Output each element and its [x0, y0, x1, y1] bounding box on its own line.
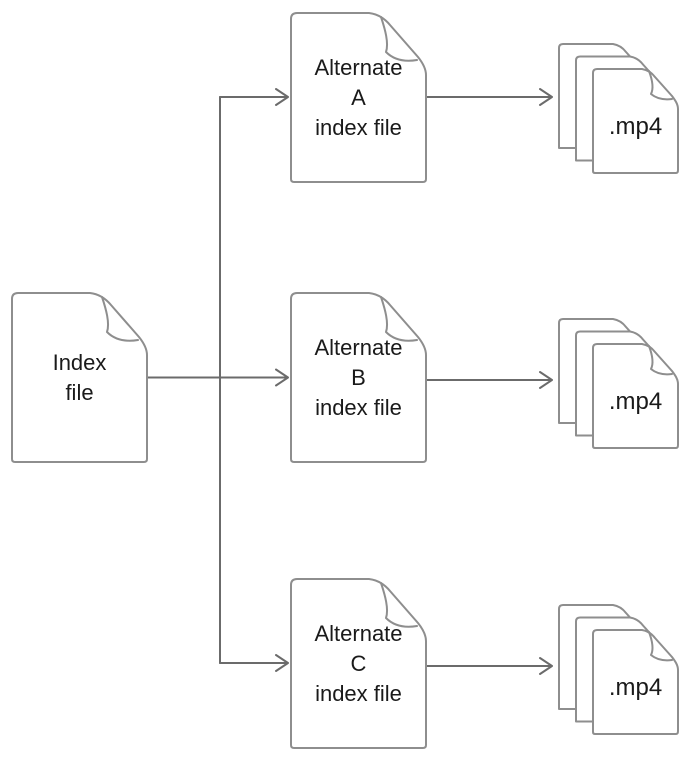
page-fold-icon	[648, 631, 673, 662]
page-fold-icon	[380, 296, 418, 342]
page-outline	[592, 68, 679, 174]
page-fold-icon	[380, 582, 418, 628]
arrow-alt-b-to-mp4	[425, 371, 553, 389]
mp4-stack-c-icon	[558, 604, 679, 735]
page-outline	[592, 343, 679, 449]
arrow-alt-a-to-mp4	[425, 88, 553, 106]
index-file-document-icon	[11, 292, 148, 463]
stack-front-page-icon	[592, 629, 679, 735]
connector-arrows	[146, 88, 553, 675]
page-outline	[290, 12, 427, 183]
page-outline	[592, 629, 679, 735]
page-outline	[290, 292, 427, 463]
stack-front-page-icon	[592, 343, 679, 449]
alternate-a-document-icon	[290, 12, 427, 183]
arrow-index-to-alt-b	[146, 368, 289, 387]
alternate-c-document-icon	[290, 578, 427, 749]
document-icons	[11, 12, 679, 749]
page-fold-icon	[380, 16, 418, 62]
page-outline	[11, 292, 148, 463]
arrow-branch-to-alt-c	[219, 654, 289, 672]
mp4-stack-a-icon	[558, 43, 679, 174]
page-fold-icon	[101, 296, 139, 342]
arrow-alt-c-to-mp4	[425, 657, 553, 675]
alternate-b-document-icon	[290, 292, 427, 463]
page-fold-icon	[648, 70, 673, 101]
stack-front-page-icon	[592, 68, 679, 174]
page-fold-icon	[648, 345, 673, 376]
page-outline	[290, 578, 427, 749]
mp4-stack-b-icon	[558, 318, 679, 449]
arrow-branch-to-alt-a	[219, 88, 289, 106]
